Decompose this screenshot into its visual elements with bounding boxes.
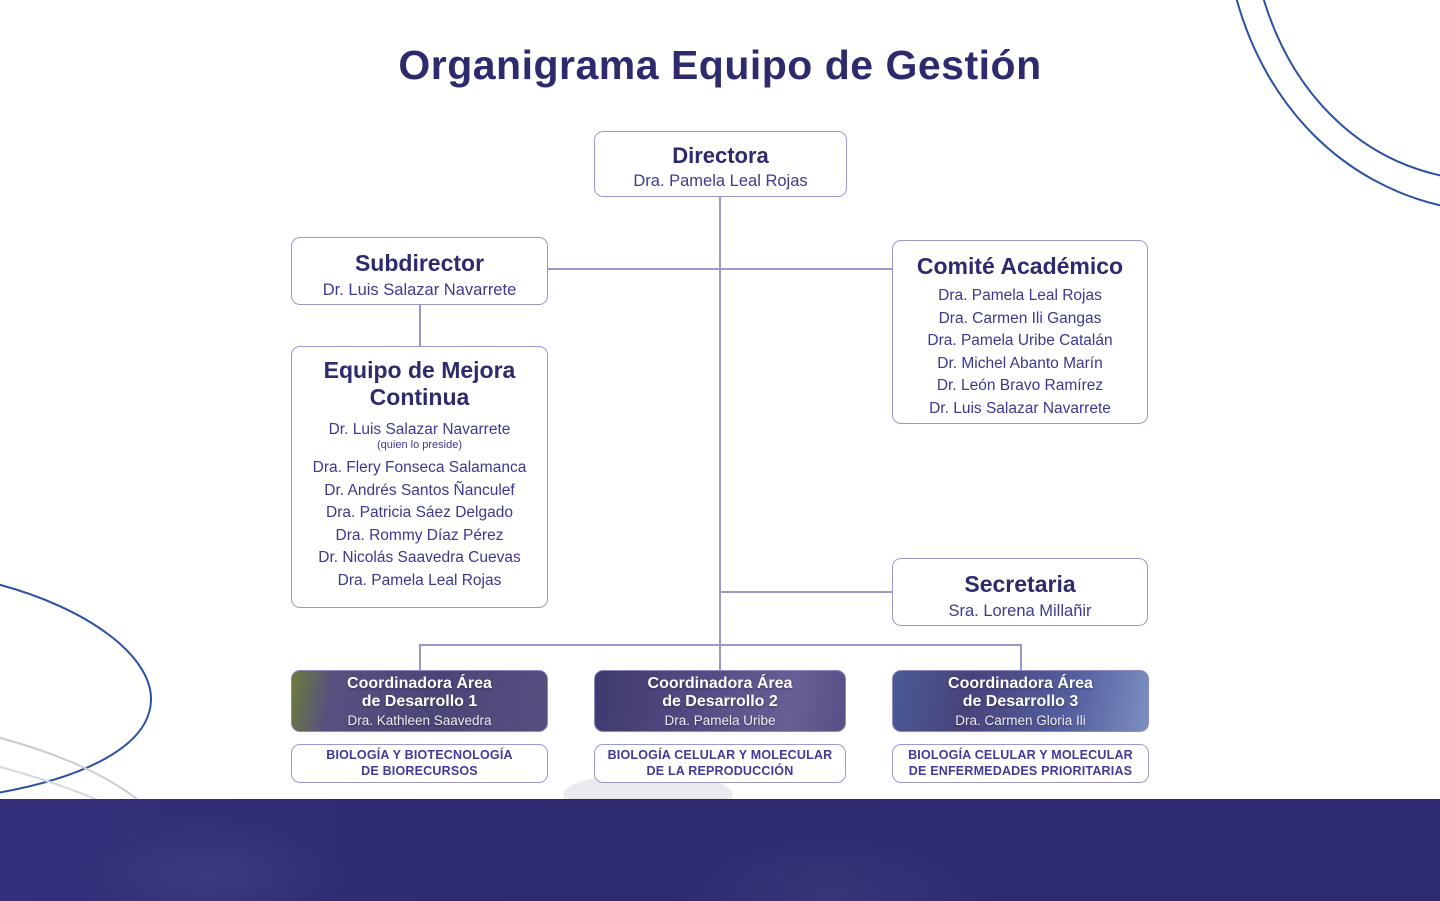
comite-member: Dra. Carmen Ili Gangas	[938, 309, 1102, 327]
area-2-label: BIOLOGÍA CELULAR Y MOLECULAR DE LA REPRO…	[607, 748, 833, 778]
equipo-mejora-member: Dra. Pamela Leal Rojas	[337, 571, 502, 589]
equipo-mejora-leader-note: (quien lo preside)	[377, 439, 462, 451]
coordinadora-3-card: Coordinadora Área de Desarrollo 3 Dra. C…	[892, 670, 1149, 732]
secretaria-title: Secretaria	[964, 571, 1076, 597]
subdirector-box: Subdirector Dr. Luis Salazar Navarrete	[291, 237, 548, 305]
area-3-label: BIOLOGÍA CELULAR Y MOLECULAR DE ENFERMED…	[908, 748, 1133, 778]
comite-academico-title: Comité Académico	[916, 253, 1124, 279]
equipo-mejora-title: Equipo de Mejora Continua	[323, 357, 516, 410]
connector-subdirector-equipo	[419, 305, 421, 346]
coordinadora-1-name: Dra. Kathleen Saavedra	[347, 712, 492, 728]
connector-coordinadora-1-stub	[419, 644, 421, 670]
connector-directora-vertical	[719, 197, 721, 670]
area-1-label: BIOLOGÍA Y BIOTECNOLOGÍA DE BIORECURSOS	[326, 748, 513, 778]
coordinadora-3-name: Dra. Carmen Gloria Ili	[955, 712, 1086, 728]
connector-secretaria	[720, 591, 893, 593]
connector-coordinadora-3-stub	[1020, 644, 1022, 670]
equipo-mejora-member: Dra. Rommy Díaz Pérez	[335, 526, 504, 544]
equipo-mejora-member: Dra. Patricia Sáez Delgado	[326, 504, 513, 522]
secretaria-name: Sra. Lorena Millañir	[948, 602, 1092, 620]
area-1-box: BIOLOGÍA Y BIOTECNOLOGÍA DE BIORECURSOS	[291, 744, 548, 783]
coordinadora-1-title: Coordinadora Área de Desarrollo 1	[347, 674, 492, 710]
area-3-box: BIOLOGÍA CELULAR Y MOLECULAR DE ENFERMED…	[892, 744, 1149, 783]
coordinadora-1-card: Coordinadora Área de Desarrollo 1 Dra. K…	[291, 670, 548, 732]
equipo-mejora-member: Dra. Flery Fonseca Salamanca	[312, 459, 527, 476]
comite-member: Dr. León Bravo Ramírez	[936, 377, 1104, 395]
secretaria-box: Secretaria Sra. Lorena Millañir	[892, 558, 1148, 626]
equipo-mejora-member: Dr. Andrés Santos Ñanculef	[324, 481, 515, 499]
connector-subdirector-comite	[548, 268, 893, 270]
subdirector-name: Dr. Luis Salazar Navarrete	[322, 281, 517, 299]
bottom-left-curve-1	[0, 736, 143, 804]
corner-curve-outer	[1235, 0, 1440, 207]
directora-title: Directora	[672, 143, 769, 168]
directora-name: Dra. Pamela Leal Rojas	[633, 172, 808, 190]
coordinadora-2-title: Coordinadora Área de Desarrollo 2	[647, 674, 793, 710]
comite-member: Dr. Luis Salazar Navarrete	[929, 399, 1111, 417]
directora-box: Directora Dra. Pamela Leal Rojas	[594, 131, 847, 197]
coordinadora-2-card: Coordinadora Área de Desarrollo 2 Dra. P…	[594, 670, 846, 732]
coordinadora-3-title: Coordinadora Área de Desarrollo 3	[948, 674, 1093, 710]
left-loop-curve	[0, 583, 153, 794]
coordinadora-2-name: Dra. Pamela Uribe	[664, 712, 776, 728]
comite-member: Dra. Pamela Leal Rojas	[938, 287, 1102, 304]
page-title: Organigrama Equipo de Gestión	[398, 42, 1042, 88]
subdirector-title: Subdirector	[354, 250, 485, 276]
comite-member: Dr. Michel Abanto Marín	[937, 354, 1103, 372]
footer-bar: UNIVERSIDAD DE LA FRONTERA CNA Comisión …	[0, 799, 1440, 901]
area-2-box: BIOLOGÍA CELULAR Y MOLECULAR DE LA REPRO…	[594, 744, 846, 783]
equipo-mejora-box: Equipo de Mejora Continua Dr. Luis Salaz…	[291, 346, 548, 608]
comite-member: Dra. Pamela Uribe Catalán	[927, 332, 1113, 350]
equipo-mejora-member: Dr. Nicolás Saavedra Cuevas	[318, 549, 521, 567]
connector-coordinadoras-horizontal	[419, 644, 1021, 646]
bottom-left-curve-2	[0, 765, 105, 804]
equipo-mejora-leader: Dr. Luis Salazar Navarrete	[328, 421, 511, 438]
